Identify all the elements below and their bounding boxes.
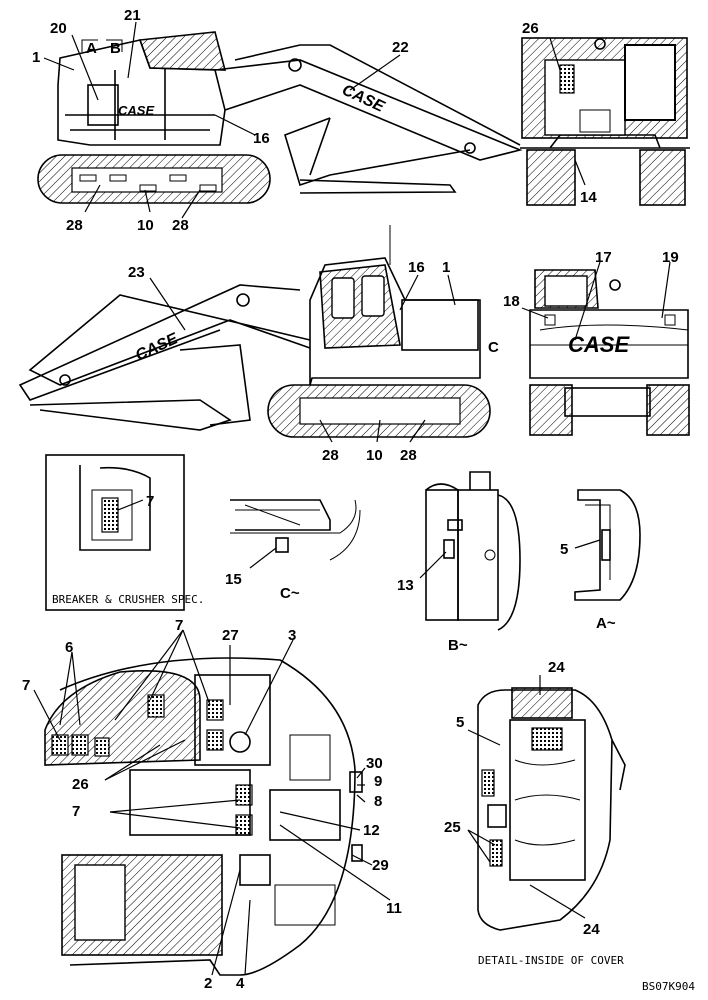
view-label-c: C [488, 339, 499, 356]
view-c-caption: C~ [280, 585, 300, 602]
callout-6: 6 [65, 639, 73, 656]
callout-25: 25 [444, 819, 461, 836]
callout-16: 16 [253, 130, 270, 147]
callout-9: 9 [374, 773, 382, 790]
callout-10-b: 10 [366, 447, 383, 464]
callout-28-a: 28 [66, 217, 83, 234]
callout-22: 22 [392, 39, 409, 56]
callout-26-b: 26 [72, 776, 89, 793]
callout-5-a: 5 [560, 541, 568, 558]
view-a-caption: A~ [596, 615, 616, 632]
rear-view-top [520, 37, 690, 206]
callout-17: 17 [595, 249, 612, 266]
callout-12: 12 [363, 822, 380, 839]
side-view-left: CASE CASE A B [37, 21, 523, 219]
callout-1-b: 1 [442, 259, 450, 276]
callout-7-d: 7 [72, 803, 80, 820]
view-b-detail: B~ [419, 471, 521, 654]
callout-13: 13 [397, 577, 414, 594]
view-c-detail: C~ [230, 499, 361, 602]
breaker-crusher-box: BREAKER & CRUSHER SPEC. [45, 454, 204, 611]
callout-28-d: 28 [400, 447, 417, 464]
callout-10: 10 [137, 217, 154, 234]
side-view-right: CASE C [18, 225, 499, 443]
breaker-caption: BREAKER & CRUSHER SPEC. [52, 593, 204, 606]
view-b-caption: B~ [448, 637, 468, 654]
callout-1: 1 [32, 49, 40, 66]
front-view-right: CASE [521, 261, 690, 436]
callout-7-b: 7 [175, 617, 183, 634]
callout-21: 21 [124, 7, 141, 24]
callout-14: 14 [580, 189, 597, 206]
callout-20: 20 [50, 20, 67, 37]
view-label-a: A [86, 40, 97, 57]
top-view [33, 629, 391, 976]
callout-28-b: 28 [172, 217, 189, 234]
callout-2: 2 [204, 975, 212, 992]
callout-8: 8 [374, 793, 382, 810]
reference-code: BS07K904 [642, 980, 695, 993]
callout-15: 15 [225, 571, 242, 588]
detail-inside-cover: DETAIL-INSIDE OF COVER [467, 675, 626, 967]
callout-26: 26 [522, 20, 539, 37]
callout-18: 18 [503, 293, 520, 310]
callout-29: 29 [372, 857, 389, 874]
callout-5-b: 5 [456, 714, 464, 731]
callout-28-c: 28 [322, 447, 339, 464]
callout-23: 23 [128, 264, 145, 281]
view-label-b: B [110, 40, 121, 57]
callout-labels: 1 20 21 22 16 28 10 28 26 14 23 16 1 28 … [22, 7, 679, 992]
brand-logo-text-boom2: CASE [133, 330, 182, 365]
callout-7-a: 7 [146, 493, 154, 510]
callout-7-c: 7 [22, 677, 30, 694]
callout-27: 27 [222, 627, 239, 644]
callout-3: 3 [288, 627, 296, 644]
callout-19: 19 [662, 249, 679, 266]
callout-4: 4 [236, 975, 245, 992]
detail-cover-caption: DETAIL-INSIDE OF COVER [478, 954, 624, 967]
callout-24-a: 24 [548, 659, 565, 676]
brand-logo-text: CASE [118, 103, 154, 118]
brand-logo-text-side: CASE [568, 332, 630, 357]
view-a-detail: A~ [574, 489, 641, 632]
callout-24-b: 24 [583, 921, 600, 938]
callout-11: 11 [386, 900, 402, 917]
callout-16-b: 16 [408, 259, 425, 276]
callout-30: 30 [366, 755, 383, 772]
